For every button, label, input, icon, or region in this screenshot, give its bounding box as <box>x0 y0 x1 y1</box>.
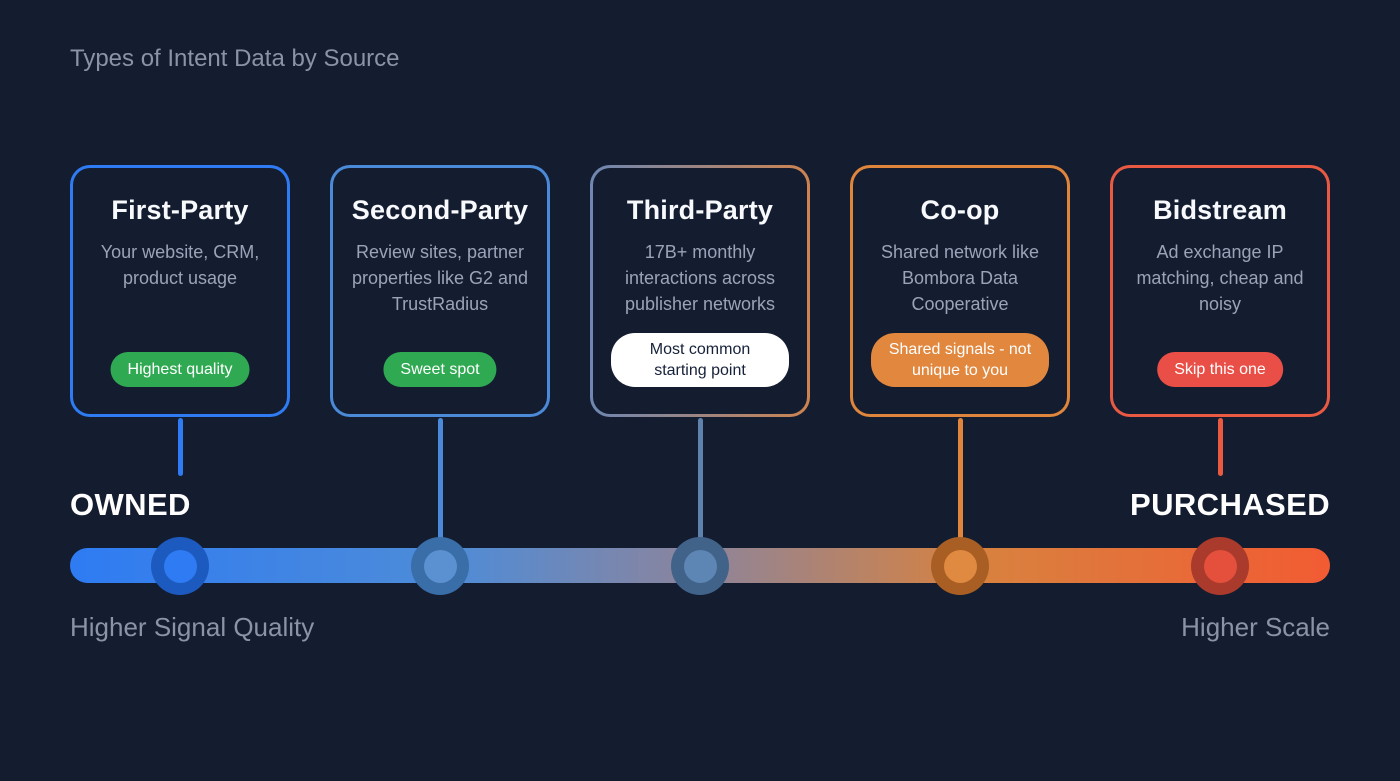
purchased-label: PURCHASED <box>1130 487 1330 522</box>
spectrum-node-center <box>943 549 977 583</box>
card-title: First-Party <box>111 195 249 225</box>
card-title: Bidstream <box>1153 195 1287 225</box>
spectrum-node-center <box>423 549 457 583</box>
connector-line <box>1218 418 1223 476</box>
card-co-op: Co-op Shared network like Bombora Data C… <box>850 165 1070 417</box>
spectrum-node-center <box>683 549 717 583</box>
connector-line <box>178 418 183 476</box>
status-badge: Sweet spot <box>383 352 497 387</box>
connector-line <box>698 418 703 565</box>
status-badge: Skip this one <box>1157 352 1283 387</box>
spectrum-node-center <box>1203 549 1237 583</box>
connector-line <box>958 418 963 565</box>
spectrum-node-third-party <box>671 537 729 595</box>
card-bidstream: Bidstream Ad exchange IP matching, cheap… <box>1110 165 1330 417</box>
card-description: Shared network like Bombora Data Coopera… <box>880 242 1040 314</box>
card-first-party: First-Party Your website, CRM, product u… <box>70 165 290 417</box>
scale-label: Higher Scale <box>1181 612 1330 642</box>
card-description: 17B+ monthly interactions across publish… <box>624 242 776 314</box>
spectrum-node-co-op <box>931 537 989 595</box>
card-title: Second-Party <box>351 195 529 225</box>
spectrum-node-center <box>163 549 197 583</box>
card-title: Co-op <box>920 195 1000 225</box>
owned-label: OWNED <box>70 487 191 522</box>
status-badge: Most common starting point <box>611 333 789 387</box>
card-description: Your website, CRM, product usage <box>100 242 260 288</box>
signal-quality-label: Higher Signal Quality <box>70 612 315 642</box>
card-description: Ad exchange IP matching, cheap and noisy <box>1136 242 1304 314</box>
cards-row: First-Party Your website, CRM, product u… <box>70 165 1330 417</box>
card-description: Review sites, partner properties like G2… <box>351 242 529 314</box>
card-second-party: Second-Party Review sites, partner prope… <box>330 165 550 417</box>
spectrum-node-bidstream <box>1191 537 1249 595</box>
spectrum-node-first-party <box>151 537 209 595</box>
page-title: Types of Intent Data by Source <box>70 45 400 72</box>
card-title: Third-Party <box>626 195 774 225</box>
status-badge: Shared signals - not unique to you <box>871 333 1049 387</box>
spectrum-node-second-party <box>411 537 469 595</box>
card-third-party: Third-Party 17B+ monthly interactions ac… <box>590 165 810 417</box>
status-badge: Highest quality <box>110 352 250 387</box>
connector-line <box>438 418 443 565</box>
